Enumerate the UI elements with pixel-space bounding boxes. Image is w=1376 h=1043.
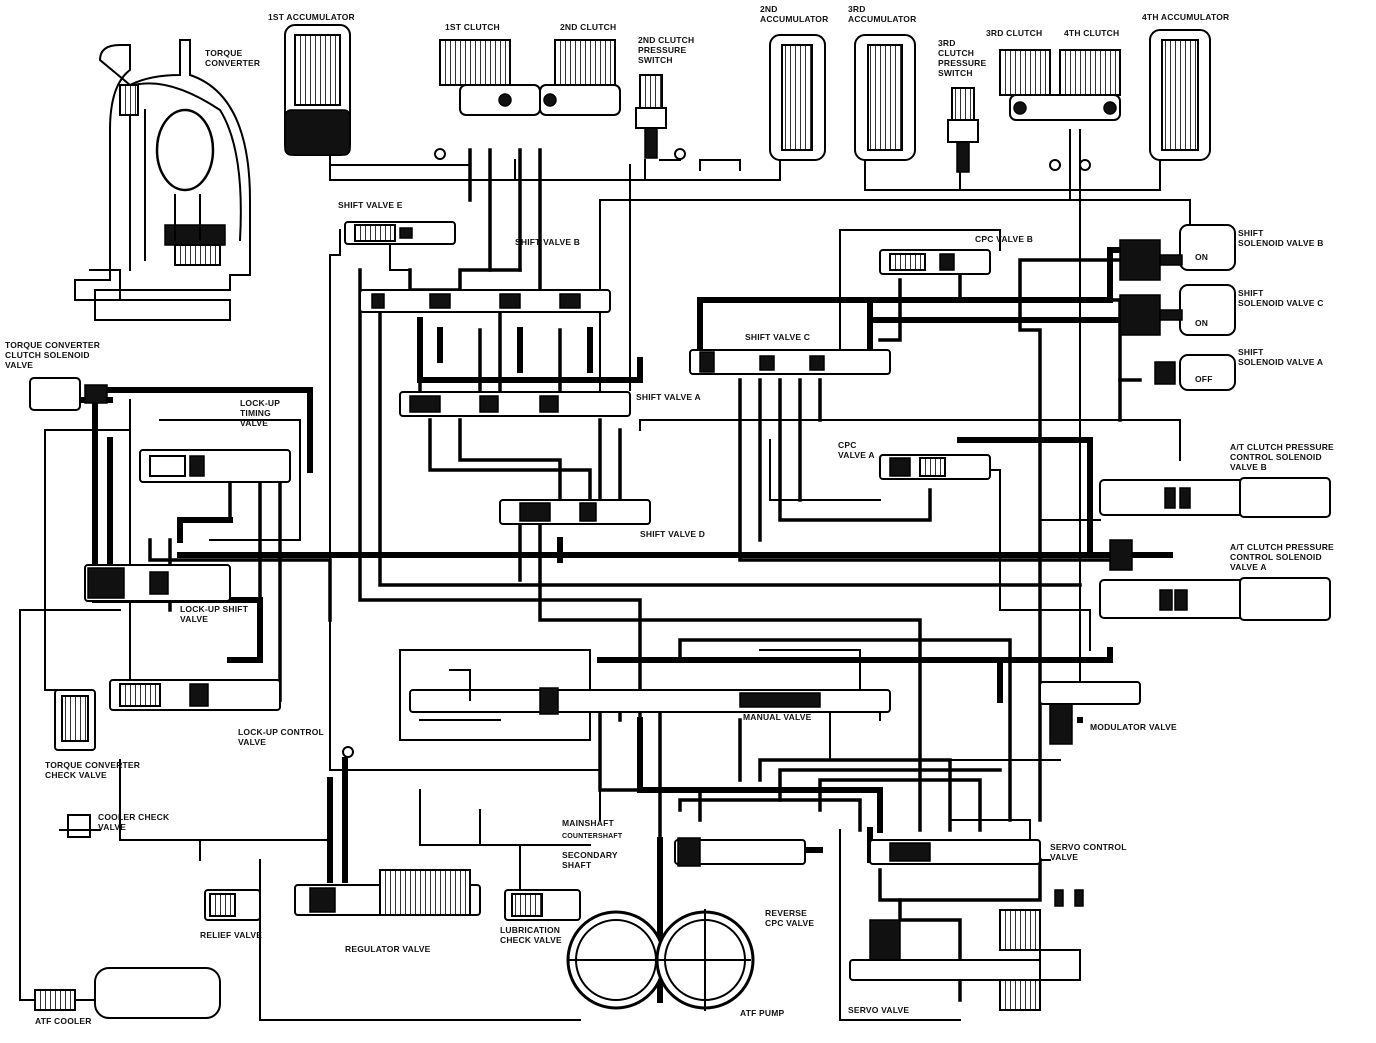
regulator-valve-shape xyxy=(294,869,481,916)
label-3rd-accumulator: 3RD ACCUMULATOR xyxy=(848,4,917,24)
tcc-solenoid-shape xyxy=(29,377,108,411)
shift-valve-c-shape xyxy=(689,349,891,375)
label-1st-accumulator: 1ST ACCUMULATOR xyxy=(268,12,355,22)
at-solenoid-a-shape xyxy=(1099,539,1331,621)
label-relief-valve: RELIEF VALVE xyxy=(200,930,263,940)
cpc-valve-a-shape xyxy=(879,454,991,480)
label-reverse-cpc-valve: REVERSE CPC VALVE xyxy=(765,908,815,928)
label-4th-clutch: 4TH CLUTCH xyxy=(1064,28,1120,38)
shift-valve-d-shape xyxy=(499,499,651,525)
tc-check-valve-shape xyxy=(54,689,96,751)
accumulator-2nd-shape xyxy=(769,34,826,161)
label-2nd-clutch: 2ND CLUTCH xyxy=(560,22,617,32)
label-servo-valve: SERVO VALVE xyxy=(848,1005,910,1015)
shift-valve-b-shape xyxy=(359,289,611,313)
accumulator-1st-shape xyxy=(284,24,351,156)
clutch-2nd-shape xyxy=(539,39,621,116)
label-shift-solenoid-valve-c: SHIFT SOLENOID VALVE C xyxy=(1238,288,1324,308)
servo-control-valve-shape xyxy=(869,839,1041,865)
lock-up-shift-valve-shape xyxy=(84,564,231,602)
at-solenoid-b-shape xyxy=(1099,477,1331,518)
label-secondary-shaft: SECONDARY SHAFT xyxy=(562,850,618,870)
label-atf-pump: ATF PUMP xyxy=(740,1008,785,1018)
state-shift-solenoid-b: ON xyxy=(1195,252,1209,262)
label-shift-valve-d: SHIFT VALVE D xyxy=(640,529,706,539)
label-lock-up-shift-valve: LOCK-UP SHIFT VALVE xyxy=(180,604,249,624)
modulator-valve-shape xyxy=(1039,681,1141,745)
torque-converter-shape xyxy=(74,39,251,321)
label-torque-converter: TORQUE CONVERTER xyxy=(205,48,261,68)
label-shift-valve-c: SHIFT VALVE C xyxy=(745,332,811,342)
lock-up-timing-valve-shape xyxy=(139,449,291,483)
label-servo-control-valve: SERVO CONTROL VALVE xyxy=(1050,842,1127,862)
label-modulator-valve: MODULATOR VALVE xyxy=(1090,722,1177,732)
lock-up-control-valve-shape xyxy=(109,679,281,711)
manual-valve-shape xyxy=(409,669,891,721)
pressure-switch-2nd-shape xyxy=(635,74,667,159)
label-3rd-clutch: 3RD CLUTCH xyxy=(986,28,1043,38)
label-3rd-clutch-pressure-switch: 3RD CLUTCH PRESSURE SWITCH xyxy=(938,38,987,78)
relief-valve-shape xyxy=(204,889,261,921)
label-lock-up-timing-valve: LOCK-UP TIMING VALVE xyxy=(240,398,281,428)
cpc-valve-b-shape xyxy=(879,249,991,275)
accumulator-4th-shape xyxy=(1149,29,1211,161)
shift-solenoid-c-shape xyxy=(1119,284,1236,336)
label-4th-accumulator: 4TH ACCUMULATOR xyxy=(1142,12,1230,22)
label-regulator-valve: REGULATOR VALVE xyxy=(345,944,431,954)
label-cooler-check-valve: COOLER CHECK VALVE xyxy=(98,812,170,832)
clutch-1st-shape xyxy=(439,39,541,116)
label-cpc-valve-a: CPC VALVE A xyxy=(838,440,875,460)
label-manual-valve: MANUAL VALVE xyxy=(743,712,812,722)
shift-solenoid-b-shape xyxy=(1119,224,1236,281)
servo-valve-shape xyxy=(849,889,1084,1011)
label-tc-check-valve: TORQUE CONVERTER CHECK VALVE xyxy=(45,760,141,780)
cooler-check-valve-shape xyxy=(59,814,101,838)
label-2nd-clutch-pressure-switch: 2ND CLUTCH PRESSURE SWITCH xyxy=(638,35,695,65)
shift-valve-a-shape xyxy=(399,391,631,417)
label-shift-solenoid-valve-a: SHIFT SOLENOID VALVE A xyxy=(1238,347,1324,367)
label-at-solenoid-b: A/T CLUTCH PRESSURE CONTROL SOLENOID VAL… xyxy=(1230,442,1334,472)
label-cpc-valve-b: CPC VALVE B xyxy=(975,234,1034,244)
atf-cooler-shape xyxy=(34,967,221,1019)
label-shift-solenoid-valve-b: SHIFT SOLENOID VALVE B xyxy=(1238,228,1324,248)
pressure-switch-3rd-shape xyxy=(947,87,979,173)
label-shift-valve-b: SHIFT VALVE B xyxy=(515,237,581,247)
label-at-solenoid-a: A/T CLUTCH PRESSURE CONTROL SOLENOID VAL… xyxy=(1230,542,1334,572)
lubrication-check-valve-shape xyxy=(504,889,581,921)
pressure-taps xyxy=(342,148,1091,758)
label-mainshaft: MAINSHAFT xyxy=(562,818,614,828)
atf-pump-shape xyxy=(566,909,755,1011)
label-2nd-accumulator: 2ND ACCUMULATOR xyxy=(760,4,829,24)
label-tcc-solenoid-valve: TORQUE CONVERTER CLUTCH SOLENOID VALVE xyxy=(5,340,101,370)
label-lock-up-control-valve: LOCK-UP CONTROL VALVE xyxy=(238,727,324,747)
shift-solenoid-a-shape xyxy=(1154,354,1236,391)
reverse-cpc-valve-shape xyxy=(674,837,806,867)
shift-valve-e-shape xyxy=(344,221,456,245)
state-shift-solenoid-a: OFF xyxy=(1195,374,1213,384)
accumulator-3rd-shape xyxy=(854,34,916,161)
state-shift-solenoid-c: ON xyxy=(1195,318,1209,328)
label-shift-valve-e: SHIFT VALVE E xyxy=(338,200,403,210)
label-countershaft: COUNTERSHAFT xyxy=(562,833,623,840)
clutch-3rd-4th-shape xyxy=(999,49,1121,121)
label-shift-valve-a: SHIFT VALVE A xyxy=(636,392,701,402)
label-atf-cooler: ATF COOLER xyxy=(35,1016,92,1026)
label-1st-clutch: 1ST CLUTCH xyxy=(445,22,500,32)
label-lubrication-check-valve: LUBRICATION CHECK VALVE xyxy=(500,925,562,945)
